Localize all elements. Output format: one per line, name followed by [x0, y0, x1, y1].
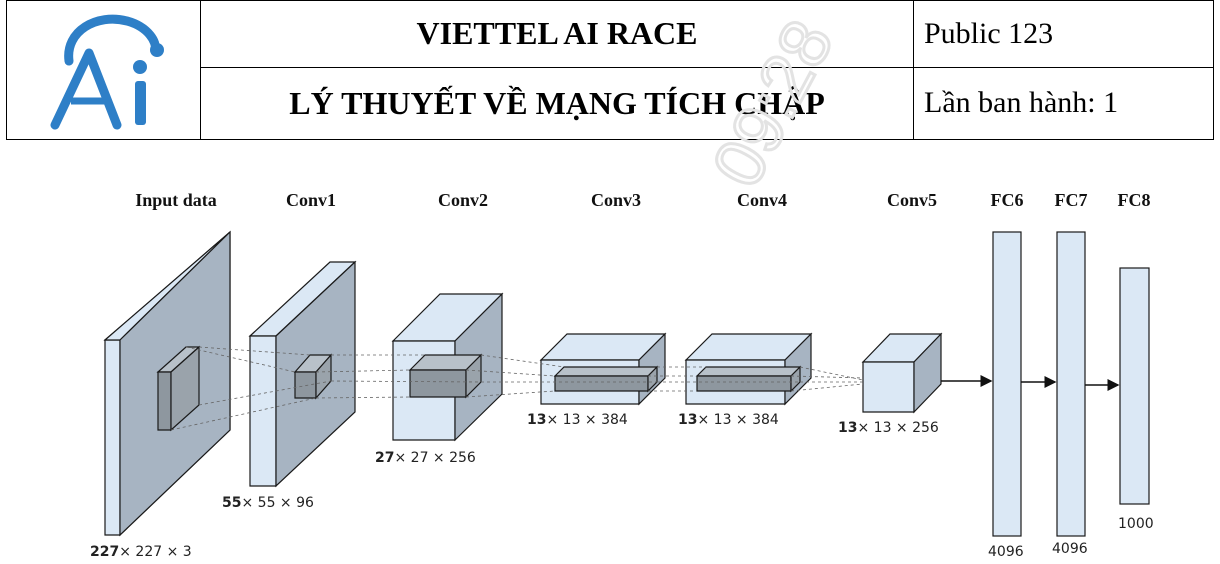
fc8-block: [1119, 267, 1150, 505]
dims-input: 227× 227 × 3: [90, 544, 192, 560]
doc-title-top: VIETTEL AI RACE: [200, 0, 914, 68]
label-conv1: Conv1: [286, 190, 336, 210]
doc-title-bottom: LÝ THUYẾT VỀ MẠNG TÍCH CHẬP: [200, 66, 914, 141]
label-conv3: Conv3: [591, 190, 641, 210]
label-conv5: Conv5: [887, 190, 937, 210]
size-fc8: 1000: [1118, 516, 1154, 532]
document-header: Ai VIETTEL AI RACE Public 123 LÝ THUYẾT …: [6, 0, 1214, 141]
dashed-connections: [170, 346, 864, 431]
conv3-block: [539, 332, 667, 406]
label-fc7: FC7: [1055, 190, 1088, 210]
dims-conv3: 13× 13 × 384: [527, 412, 628, 428]
dims-conv4: 13× 13 × 384: [678, 412, 779, 428]
size-fc7: 4096: [1052, 541, 1088, 557]
fc6-block: [992, 231, 1022, 537]
fc-arrows: [941, 375, 1120, 391]
input-block: [103, 230, 231, 537]
size-fc6: 4096: [988, 544, 1024, 560]
ai-logo-icon: Ai: [50, 14, 164, 130]
label-fc8: FC8: [1118, 190, 1151, 210]
label-fc6: FC6: [991, 190, 1024, 210]
label-input: Input data: [135, 190, 217, 210]
fc-layers: [992, 231, 1150, 537]
dims-conv2: 27× 27 × 256: [375, 450, 476, 466]
conv2-block: [391, 292, 504, 442]
dims-conv1: 55× 55 × 96: [222, 495, 314, 511]
conv1-block: [248, 260, 357, 488]
label-conv2: Conv2: [438, 190, 488, 210]
conv4-block: [684, 332, 813, 406]
logo-cell: Ai: [6, 0, 201, 140]
doc-code: Public 123: [913, 0, 1214, 68]
dims-conv5: 13× 13 × 256: [838, 420, 939, 436]
doc-issue: Lần ban hành: 1: [913, 66, 1214, 141]
conv5-block: [861, 332, 943, 414]
fc7-block: [1056, 231, 1086, 537]
label-conv4: Conv4: [737, 190, 787, 210]
